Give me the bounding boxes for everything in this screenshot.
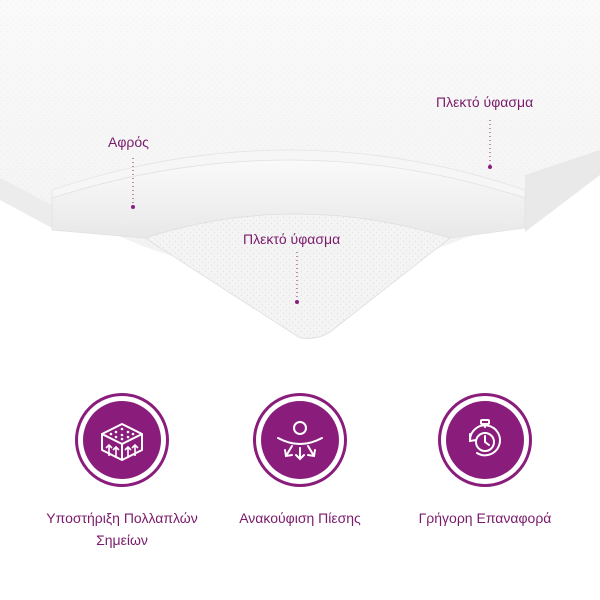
feature-fast-recovery: Γρήγορη Επαναφορά: [395, 393, 575, 529]
pressure-relief-icon: [277, 421, 323, 461]
multi-point-support-icon: [101, 423, 143, 461]
feature-multi-point-support: Υποστήριξη Πολλαπλών Σημείων: [32, 393, 212, 551]
fast-recovery-stopwatch-icon: [469, 419, 501, 457]
feature-badge: [75, 393, 169, 487]
feature-badge: [253, 393, 347, 487]
topper-side-edge: [525, 150, 600, 232]
label-foam: Αφρός: [108, 134, 149, 150]
label-top-fabric: Πλεκτό ύφασμα: [436, 94, 534, 110]
feature-label: Ανακούφιση Πίεσης: [239, 510, 361, 526]
feature-pressure-relief: Ανακούφιση Πίεσης: [210, 393, 390, 529]
label-bottom-fabric: Πλεκτό ύφασμα: [243, 231, 341, 247]
feature-label: Γρήγορη Επαναφορά: [418, 510, 552, 526]
feature-badge: [438, 393, 532, 487]
feature-label: Υποστήριξη Πολλαπλών Σημείων: [46, 510, 198, 548]
